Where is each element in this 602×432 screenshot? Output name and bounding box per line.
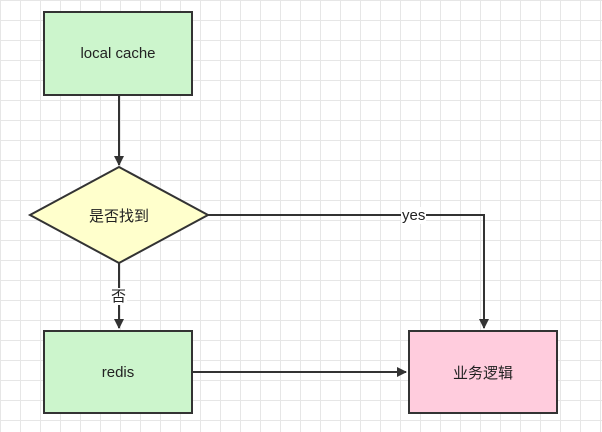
- yes-edge-label: yes: [401, 207, 427, 224]
- arrow-yes-to-logic: [208, 214, 489, 329]
- business-logic-label: 业务逻辑: [452, 364, 513, 382]
- decision-label: 是否找到: [88, 207, 149, 225]
- decision-node[interactable]: 是否找到: [30, 167, 208, 263]
- local-cache-label: local cache: [80, 45, 156, 62]
- no-edge-label: 否: [110, 288, 128, 305]
- redis-node[interactable]: redis: [43, 330, 193, 414]
- local-cache-node[interactable]: local cache: [43, 11, 193, 96]
- business-logic-node[interactable]: 业务逻辑: [408, 330, 558, 414]
- redis-label: redis: [101, 363, 135, 381]
